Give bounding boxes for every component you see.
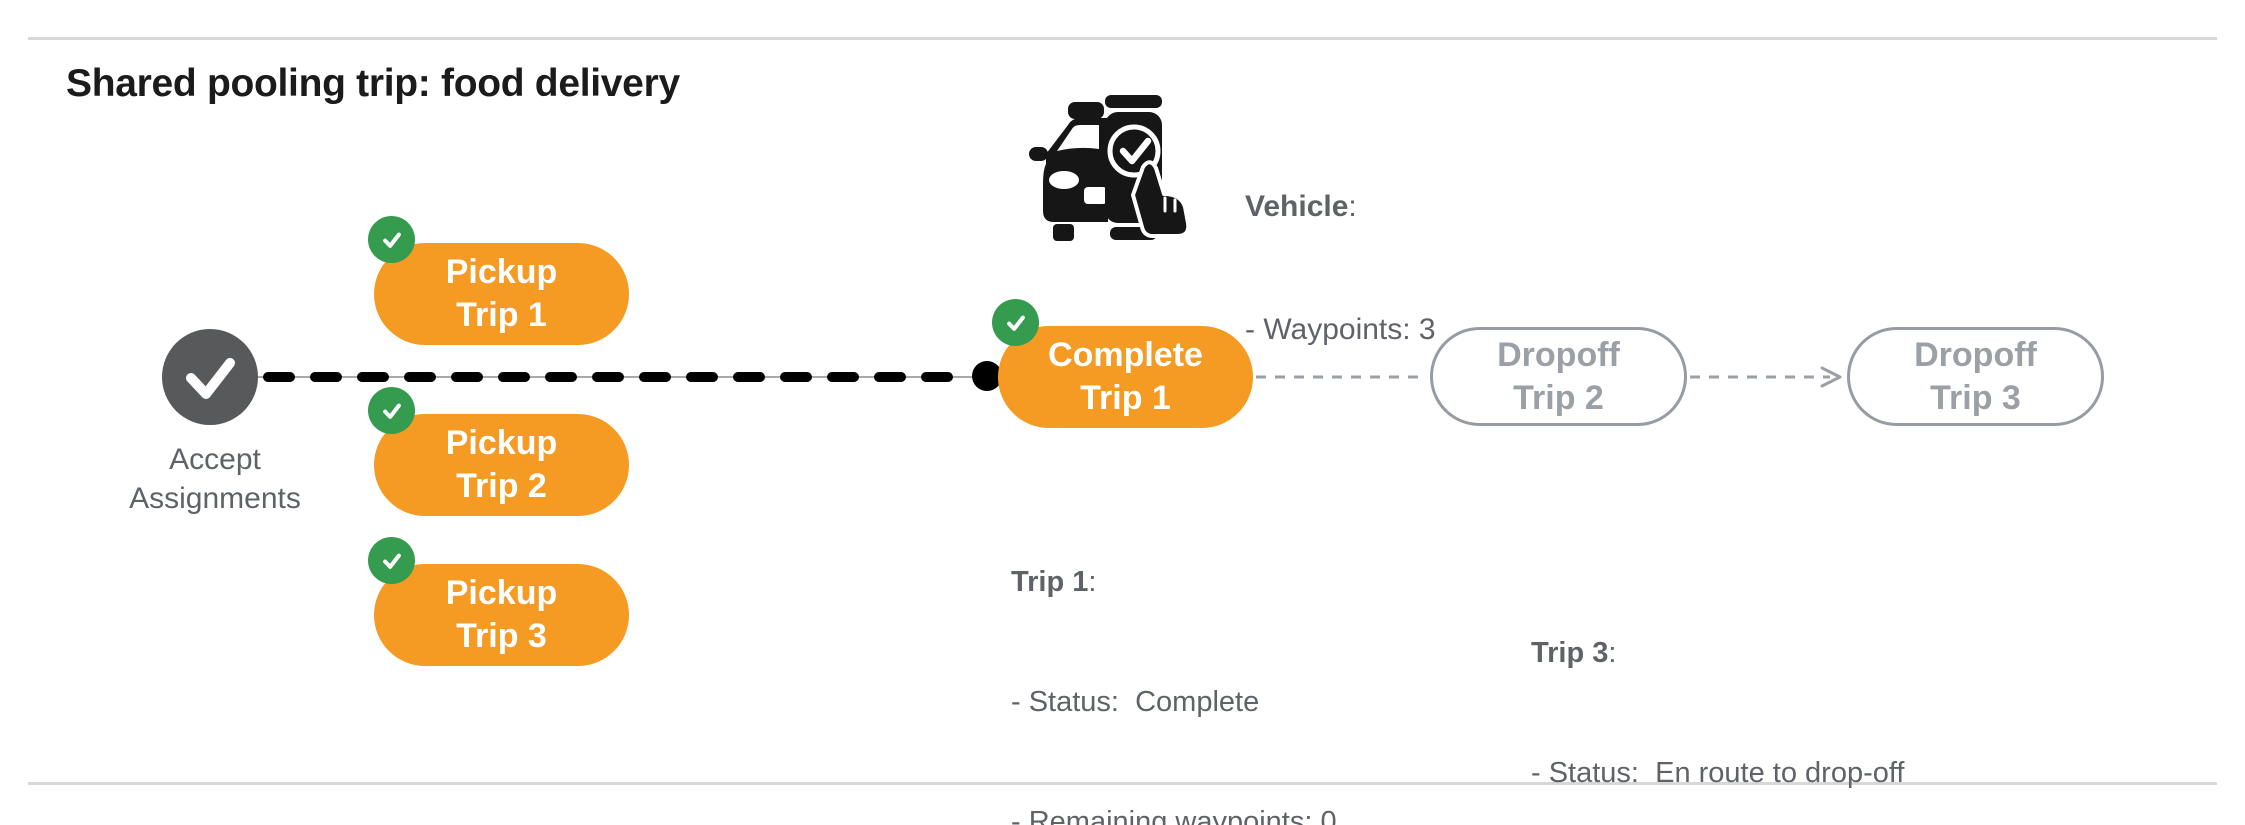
trip-details-trip3: Trip 3: - Status: En route to drop-off -… [1531, 553, 1904, 825]
car-phone-check-icon [1029, 95, 1191, 241]
check-badge-icon [368, 216, 415, 263]
node-dropoff-trip-2: Dropoff Trip 2 [1430, 327, 1687, 426]
top-divider [28, 37, 2217, 40]
node-pickup-trip-1: Pickup Trip 1 [368, 216, 629, 345]
accept-assignments-label: Accept Assignments [129, 443, 301, 515]
vehicle-heading: Vehicle: [1245, 190, 1357, 223]
checkmark-icon [186, 358, 235, 399]
check-badge-icon [368, 387, 415, 434]
node-complete-trip-1: Complete Trip 1 [992, 299, 1253, 428]
arrowhead-icon [1820, 366, 1842, 388]
check-badge-icon [368, 537, 415, 584]
vehicle-waypoints: - Waypoints: 3 [1245, 313, 1436, 346]
trip1-status: - Status: Complete [1011, 686, 1260, 718]
trip3-status: - Status: En route to drop-off [1531, 757, 1905, 789]
trip1-waypoints: - Remaining waypoints: 0 [1011, 806, 1337, 825]
page-title: Shared pooling trip: food delivery [66, 62, 680, 105]
trip3-heading: Trip 3: [1531, 637, 1617, 669]
trip-details-trip1-trip2: Trip 1: - Status: Complete - Remaining w… [1011, 482, 1384, 825]
node-pickup-trip-2: Pickup Trip 2 [368, 387, 629, 516]
trip1-heading: Trip 1: [1011, 566, 1097, 598]
current-waypoint-dot [972, 361, 1002, 391]
bottom-divider [28, 782, 2217, 785]
node-dropoff-trip-3: Dropoff Trip 3 [1847, 327, 2104, 426]
check-badge-icon [992, 299, 1039, 346]
node-accept-assignments [162, 329, 258, 425]
vehicle-info: Vehicle: - Waypoints: 3 [1245, 104, 1436, 432]
node-pickup-trip-3: Pickup Trip 3 [368, 537, 629, 666]
